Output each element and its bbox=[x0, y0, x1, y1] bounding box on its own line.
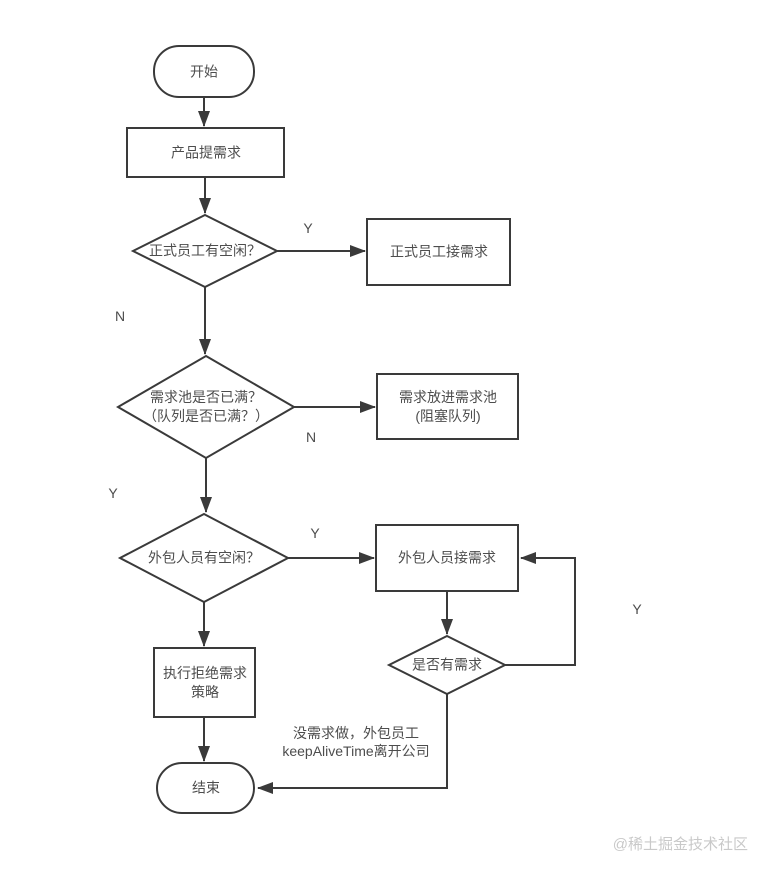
decision-has-demand-shape bbox=[386, 634, 508, 696]
keepalive-annotation: 没需求做，外包员工 keepAliveTime离开公司 bbox=[282, 724, 429, 760]
submit-requirement-label: 产品提需求 bbox=[171, 144, 241, 161]
edge-label-pool-full-no: N bbox=[305, 429, 317, 445]
end-label: 结束 bbox=[192, 779, 220, 796]
decision-has-demand-label: 是否有需求 bbox=[412, 656, 482, 673]
outsource-take-label: 外包人员接需求 bbox=[398, 549, 496, 566]
outsource-take-shape bbox=[375, 524, 519, 592]
edge-label-regular-idle-yes: Y bbox=[303, 220, 313, 236]
put-into-pool-shape bbox=[376, 373, 519, 440]
decision-pool-full-label: 需求池是否已满？ （队列是否已满？） bbox=[143, 388, 269, 426]
decision-outsource-idle-label: 外包人员有空闲？ bbox=[148, 549, 260, 566]
watermark: @稀土掘金技术社区 bbox=[612, 836, 748, 853]
regular-take-label: 正式员工接需求 bbox=[390, 243, 488, 260]
reject-policy-shape bbox=[153, 647, 256, 718]
decision-regular-idle-label: 正式员工有空闲？ bbox=[149, 242, 261, 259]
put-into-pool-line2: (阻塞队列) bbox=[415, 408, 481, 424]
shapes bbox=[116, 45, 519, 814]
decision-outsource-idle-shape bbox=[117, 512, 291, 604]
decision-pool-full-line2: （队列是否已满？） bbox=[143, 408, 269, 424]
edge-label-regular-idle-no: N bbox=[114, 308, 126, 324]
submit-requirement-shape bbox=[126, 127, 285, 178]
reject-policy-line2: 策略 bbox=[191, 684, 219, 700]
edge-label-has-demand-yes: Y bbox=[632, 601, 642, 617]
end-terminator-shape bbox=[156, 762, 255, 814]
edge-decision4-no-to-end bbox=[257, 694, 448, 794]
regular-take-shape bbox=[366, 218, 511, 286]
keepalive-annotation-line1: 没需求做，外包员工 bbox=[292, 724, 419, 741]
edge-label-outsource-idle-yes: Y bbox=[310, 525, 320, 541]
edges bbox=[198, 97, 576, 794]
start-label: 开始 bbox=[190, 63, 218, 80]
reject-policy-line1: 执行拒绝需求 bbox=[163, 665, 247, 682]
keepalive-annotation-line2: keepAliveTime离开公司 bbox=[282, 743, 430, 759]
reject-policy-label: 执行拒绝需求 策略 bbox=[163, 664, 247, 702]
start-terminator-shape bbox=[153, 45, 255, 98]
put-into-pool-label: 需求放进需求池 (阻塞队列) bbox=[399, 388, 497, 426]
decision-pool-full-line1: 需求池是否已满？ bbox=[150, 389, 262, 406]
edge-decision4-yes-loop bbox=[505, 552, 576, 666]
decision-regular-idle-shape bbox=[130, 213, 280, 289]
put-into-pool-line1: 需求放进需求池 bbox=[399, 389, 497, 406]
decision-pool-full-shape bbox=[116, 354, 296, 460]
edge-label-pool-full-yes: Y bbox=[108, 485, 118, 501]
